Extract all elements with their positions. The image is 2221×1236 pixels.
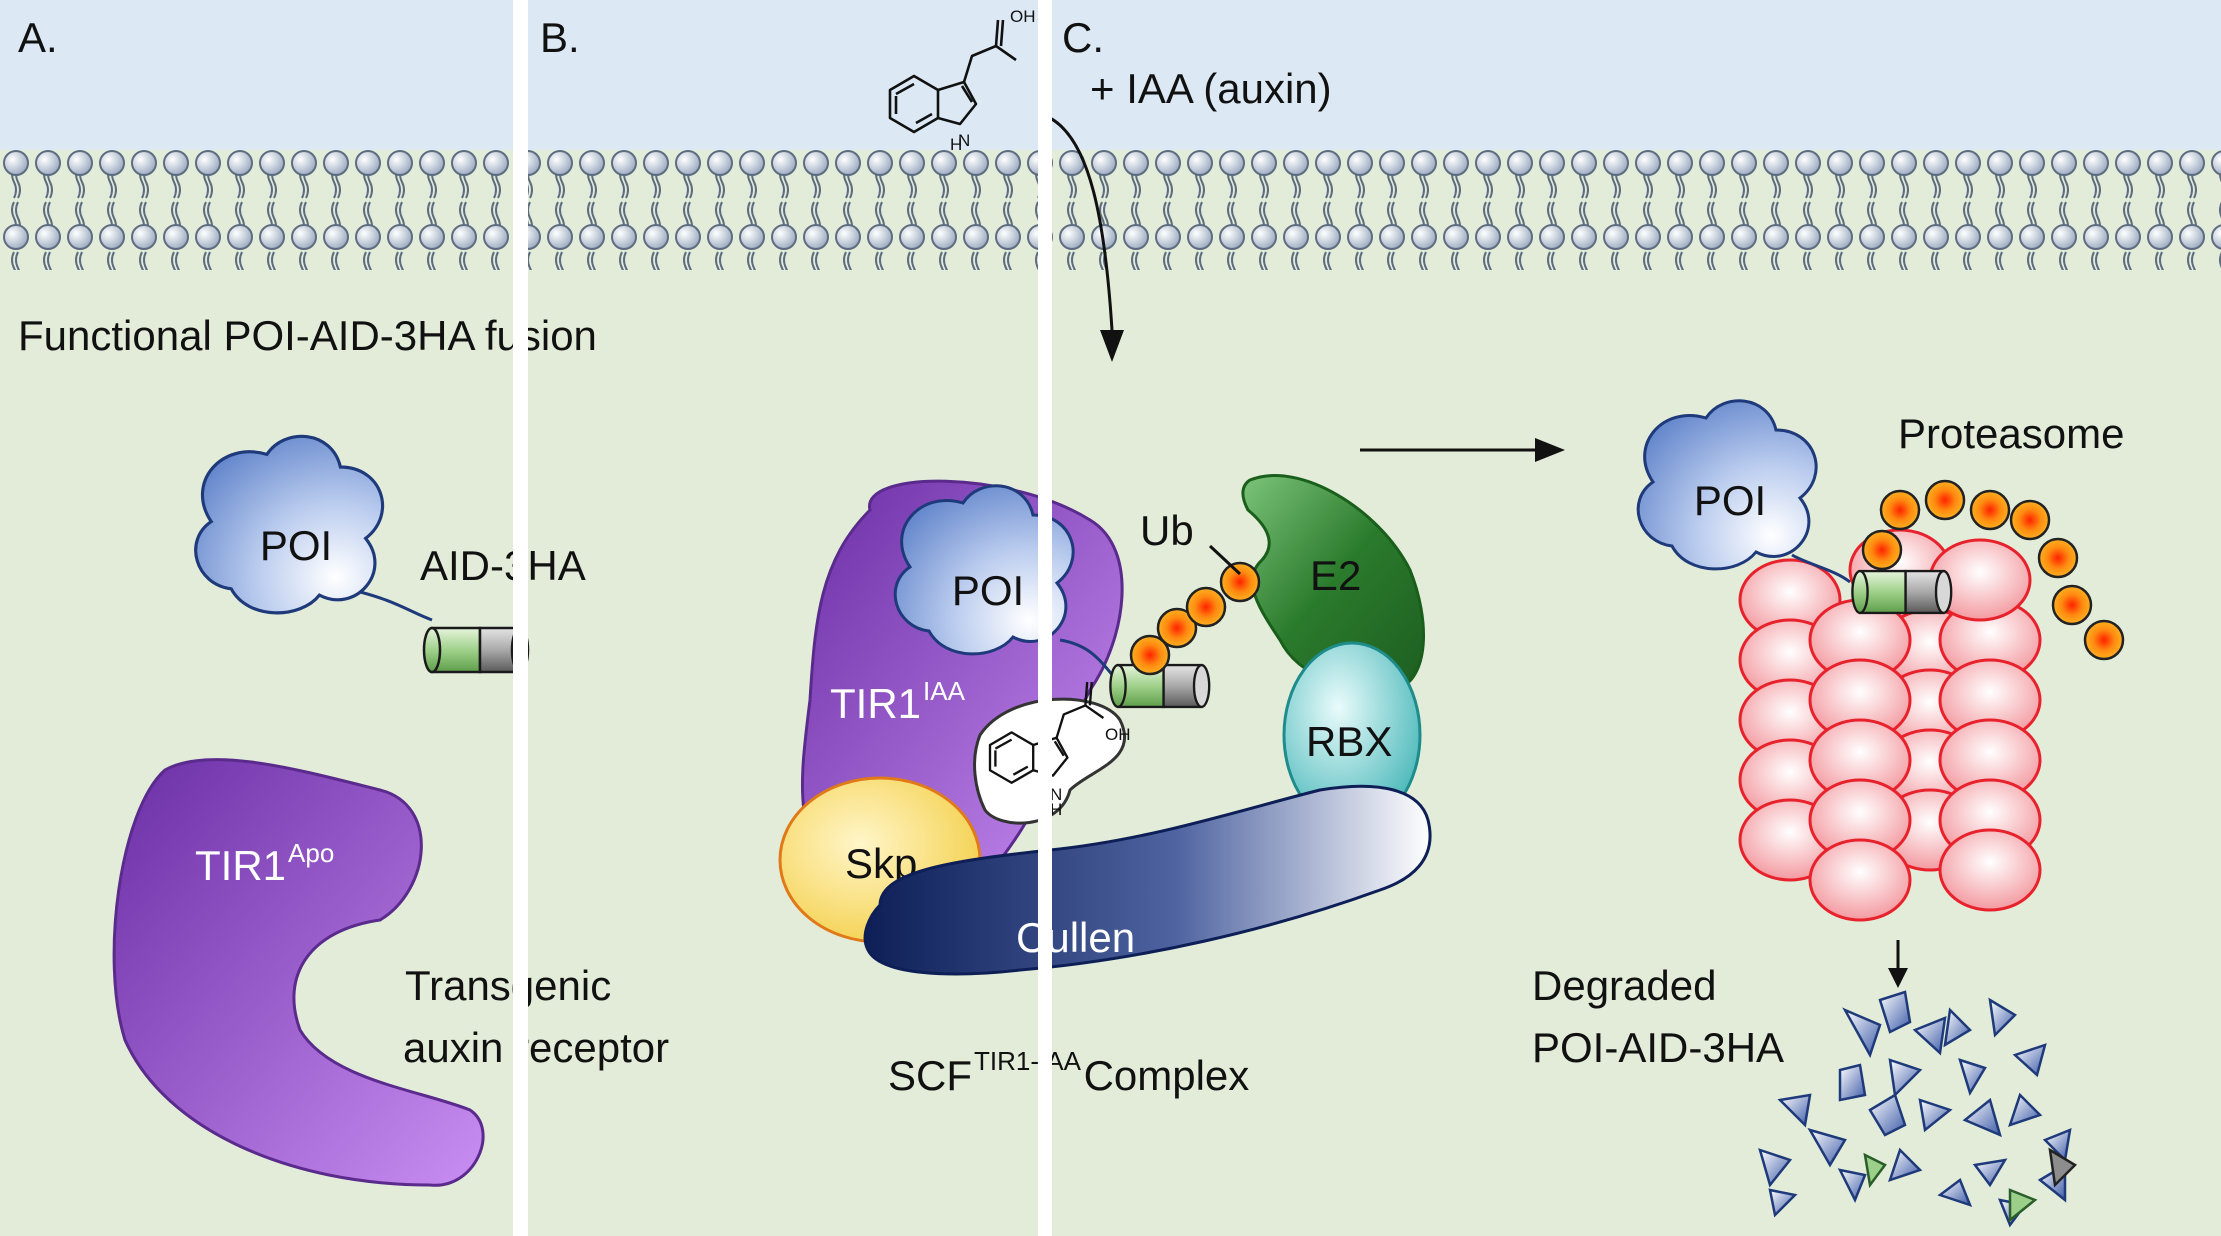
panel-a-poi-label: POI: [260, 522, 332, 569]
panel-b-rbx: RBX: [1282, 641, 1422, 829]
panel-a-receptor-line1: Transgenic: [405, 962, 611, 1009]
panel-a-caption: Functional POI-AID-3HA fusion: [18, 312, 597, 359]
panel-b-complex-sup: TIR1-IAA: [974, 1046, 1082, 1076]
panel-a-aid-tag: [422, 626, 530, 674]
separator-a-b: [513, 0, 528, 1236]
panel-b-e2-label: E2: [1310, 552, 1361, 599]
panel-c-degraded-green-fragments: [1863, 1152, 2038, 1223]
panel-b-iaa-oh: OH: [1010, 7, 1036, 26]
panel-a-aid-label: AID-3HA: [420, 542, 586, 589]
panel-b-bound-h: H: [1050, 800, 1062, 819]
panel-c-poi-label: POI: [1694, 477, 1766, 524]
panel-b-iaa-label: + IAA (auxin): [1090, 65, 1332, 112]
panel-c-proteasome-label: Proteasome: [1898, 410, 2124, 457]
panel-b-to-c-arrowhead: [1535, 438, 1565, 462]
separator-b-c: [1038, 0, 1052, 1236]
panel-c-exit-arrowhead: [1888, 968, 1908, 988]
panel-b-cullen-label: Cullen: [1016, 914, 1135, 961]
panel-b-poi-label: POI: [952, 567, 1024, 614]
panel-a-receptor-line2: auxin receptor: [403, 1024, 669, 1071]
panel-b-ub-label: Ub: [1140, 507, 1194, 554]
panel-b-cullen: Cullen: [863, 784, 1432, 976]
panel-b-e2-enzyme: E2: [1241, 474, 1425, 692]
panel-b-entry-arrowhead: [1100, 330, 1124, 362]
panel-c-degraded-line2: POI-AID-3HA: [1532, 1024, 1784, 1071]
panel-b-iaa-n: N: [958, 131, 970, 150]
panel-b-complex-prefix: SCF: [888, 1052, 972, 1099]
panel-a-poi-protein: POI: [194, 434, 433, 622]
panel-b-bound-oh: OH: [1105, 725, 1131, 744]
panel-b-complex-caption: SCF TIR1-IAA Complex: [888, 1046, 1249, 1099]
panel-b-entry-arrow: [1049, 116, 1114, 331]
panel-a-tir1-apo: TIR1 Apo: [112, 758, 485, 1187]
panel-b-letter: B.: [540, 14, 580, 61]
panel-b-tir1-label: TIR1: [830, 680, 921, 727]
panel-b-tir1-sup: IAA: [923, 676, 966, 706]
panel-c-letter: C.: [1062, 14, 1104, 61]
panel-b-ub-leader: [1208, 544, 1242, 576]
panel-a-tir1-label: TIR1: [195, 842, 286, 889]
panel-b-rbx-label: RBX: [1306, 718, 1392, 765]
panel-b-complex-suffix: Complex: [1084, 1052, 1250, 1099]
panel-c-aid-tag: [1851, 569, 1953, 615]
panel-c-degraded-gray-fragments: [2048, 1147, 2078, 1188]
panel-c-degraded-line1: Degraded: [1532, 962, 1716, 1009]
panel-b-bound-n: N: [1050, 785, 1062, 804]
panel-a-letter: A.: [18, 14, 58, 61]
panel-b-iaa-h: H: [950, 135, 962, 154]
panel-c-poi-protein: POI: [1636, 399, 1851, 584]
panel-b-iaa-molecule: OH N: [888, 7, 1036, 150]
panel-a-tir1-sup: Apo: [288, 838, 334, 868]
panel-b-background: [528, 0, 1038, 1236]
